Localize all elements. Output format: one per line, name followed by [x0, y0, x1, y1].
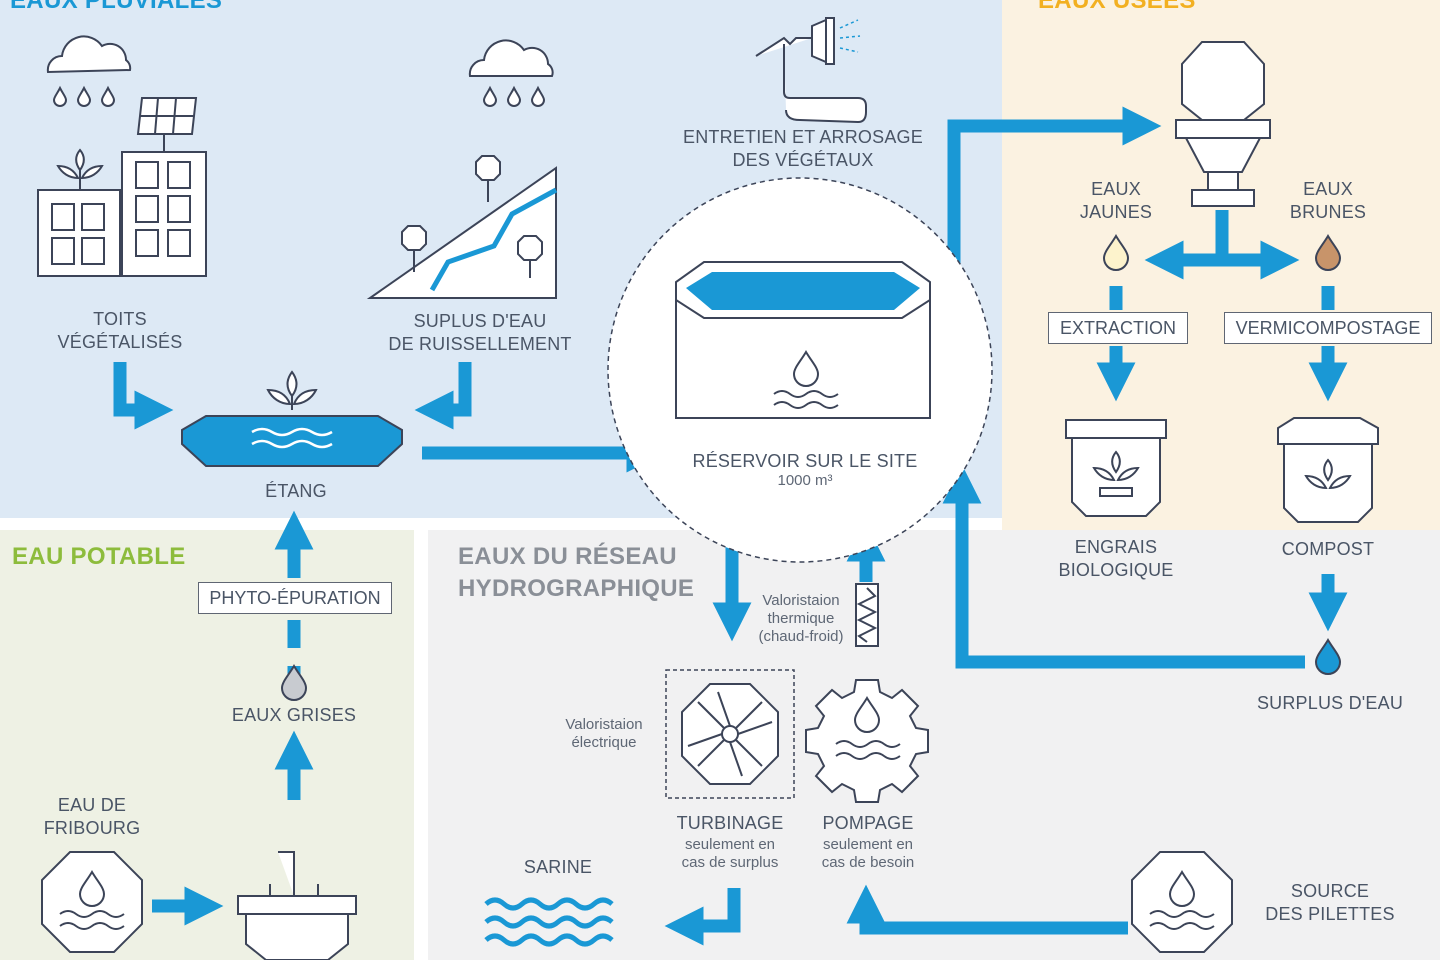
potable-zone-title: EAU POTABLE — [12, 543, 186, 570]
hillside-runoff-icon — [366, 155, 558, 299]
eau-fribourg-line2: FRIBOURG — [43, 818, 141, 838]
arrow-ruissellement-to-etang — [414, 362, 472, 430]
eaux-brunes-line2: BRUNES — [1289, 202, 1367, 222]
engrais-label: ENGRAIS BIOLOGIQUE — [1046, 536, 1186, 582]
brown-drop-icon — [1314, 234, 1342, 271]
eaux-brunes-line1: EAUX — [1303, 179, 1353, 199]
grey-drop-icon — [280, 664, 308, 701]
arrow-source-to-pompage — [846, 884, 1128, 935]
etang-label: ÉTANG — [265, 481, 327, 501]
pond-icon — [181, 370, 403, 467]
water-source-icon — [1131, 851, 1233, 953]
toits-label-line2: VÉGÉTALISÉS — [57, 332, 183, 352]
tap-sprinkler-icon — [755, 17, 867, 124]
pompage-label: POMPAGE — [822, 813, 914, 833]
used-zone-title: EAUX USÉES — [1038, 0, 1196, 14]
tree-icon — [401, 155, 543, 278]
green-roof-building-icon — [37, 97, 207, 277]
eaux-brunes-label: EAUX BRUNES — [1278, 178, 1378, 224]
pompage-note-line2: cas de besoin — [821, 854, 915, 871]
compost-bin-icon — [1277, 417, 1379, 523]
pompage-note-line1: seulement en — [822, 836, 914, 853]
valo-thermique-label: Valoristaion thermique (chaud-froid) — [740, 592, 862, 646]
entretien-label: ENTRETIEN ET ARROSAGE DES VÉGÉTAUX — [660, 126, 946, 172]
valo-thermique-line2: thermique — [767, 610, 835, 627]
source-label-line1: SOURCE — [1290, 881, 1370, 901]
cloud-icon — [46, 35, 132, 74]
reservoir-capacity: 1000 m³ — [777, 472, 833, 489]
toits-label: TOITS VÉGÉTALISÉS — [40, 308, 200, 354]
entretien-label-line1: ENTRETIEN ET ARROSAGE — [683, 127, 923, 147]
entretien-label-line2: DES VÉGÉTAUX — [732, 150, 874, 170]
yellow-drop-icon — [1102, 234, 1130, 271]
turbinage-note-line1: seulement en — [684, 836, 776, 853]
water-source-icon — [41, 851, 143, 953]
raindrops-icon — [482, 85, 546, 107]
engrais-line1: ENGRAIS — [1074, 537, 1158, 557]
extraction-box: EXTRACTION — [1048, 312, 1188, 344]
sarine-label: SARINE — [523, 857, 593, 877]
ruissellement-label-line1: SUPLUS D'EAU — [413, 311, 547, 331]
ruissellement-label: SUPLUS D'EAU DE RUISSELLEMENT — [380, 310, 580, 356]
eaux-jaunes-label: EAUX JAUNES — [1066, 178, 1166, 224]
plant-icon — [266, 370, 318, 410]
pompage-note: seulement en cas de besoin — [798, 836, 938, 872]
toits-label-line1: TOITS — [93, 309, 147, 329]
vermicompostage-box: VERMICOMPOSTAGE — [1224, 312, 1432, 344]
sink-icon — [237, 851, 357, 960]
valo-electrique-line2: électrique — [571, 734, 637, 751]
eau-fribourg-label: EAU DE FRIBOURG — [22, 794, 162, 840]
rain-zone-title: EAUX PLUVIALES — [10, 0, 223, 14]
arrow-toits-to-etang — [113, 362, 174, 430]
source-label-line2: DES PILETTES — [1265, 904, 1395, 924]
cloud-icon — [468, 39, 554, 77]
eaux-jaunes-line1: EAUX — [1091, 179, 1141, 199]
solar-panel-icon — [136, 97, 198, 152]
plant-icon — [56, 148, 104, 190]
reservoir-tank-icon — [675, 261, 931, 419]
arrow-surplus-to-reservoir — [942, 464, 1305, 669]
turbine-frame — [665, 669, 795, 799]
compost-label: COMPOST — [1281, 539, 1375, 559]
turbinage-label: TURBINAGE — [676, 813, 784, 833]
surplus-eau-label: SURPLUS D'EAU — [1256, 693, 1404, 713]
ruissellement-label-line2: DE RUISSELLEMENT — [388, 334, 572, 354]
engrais-line2: BIOLOGIQUE — [1058, 560, 1174, 580]
heat-exchanger-icon — [855, 583, 879, 647]
fertilizer-bin-icon — [1065, 419, 1167, 517]
turbinage-note-line2: cas de surplus — [681, 854, 779, 871]
reservoir-label: RÉSERVOIR SUR LE SITE — [692, 451, 918, 471]
eaux-grises-label: EAUX GRISES — [231, 705, 357, 725]
valo-thermique-line3: (chaud-froid) — [758, 628, 844, 645]
turbinage-note: seulement en cas de surplus — [660, 836, 800, 872]
toilet-icon — [1175, 41, 1271, 207]
blue-drop-icon — [1314, 638, 1342, 675]
river-waves-icon — [484, 897, 614, 947]
valo-thermique-line1: Valoristaion — [762, 592, 840, 609]
source-pilettes-label: SOURCE DES PILETTES — [1250, 880, 1410, 926]
pump-gear-icon — [805, 679, 929, 803]
turbine-icon — [681, 683, 779, 785]
eau-fribourg-line1: EAU DE — [57, 795, 127, 815]
arrow-turbinage-to-sarine — [664, 888, 741, 946]
raindrops-icon — [52, 85, 116, 107]
valo-electrique-line1: Valoristaion — [565, 716, 643, 733]
eaux-jaunes-line2: JAUNES — [1079, 202, 1153, 222]
arrow-reservoir-to-toilet — [947, 106, 1162, 276]
phyto-epuration-box: PHYTO-ÉPURATION — [198, 582, 392, 614]
network-zone-title-line2: HYDROGRAPHIQUE — [458, 575, 695, 602]
valo-electrique-label: Valoristaion électrique — [544, 716, 664, 752]
network-zone-title-line1: EAUX DU RÉSEAU — [458, 543, 677, 570]
